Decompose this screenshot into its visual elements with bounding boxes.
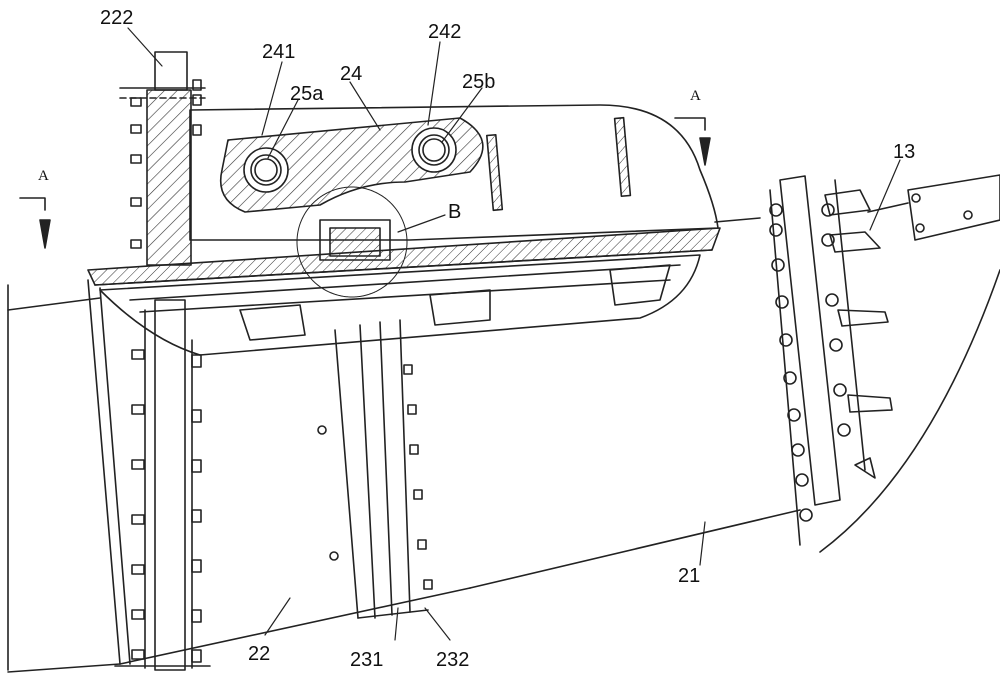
label-25b: 25b [462, 71, 495, 93]
bolt-column-lower [132, 350, 201, 662]
label-231: 231 [350, 649, 383, 671]
label-13: 13 [893, 141, 915, 163]
label-21: 21 [678, 565, 700, 587]
label-222: 222 [100, 7, 133, 29]
label-B: B [448, 201, 461, 223]
label-A-right: A [690, 88, 701, 104]
lower-flange-column [115, 300, 210, 670]
label-24: 24 [340, 63, 362, 85]
tube-end-plate [88, 280, 130, 664]
label-A-left: A [38, 168, 49, 184]
vertical-strip-231-232 [318, 320, 432, 618]
label-241: 241 [262, 41, 295, 63]
flange-plate-222 [120, 52, 205, 265]
label-232: 232 [436, 649, 469, 671]
label-22: 22 [248, 643, 270, 665]
label-242: 242 [428, 21, 461, 43]
label-25a: 25a [290, 83, 324, 105]
